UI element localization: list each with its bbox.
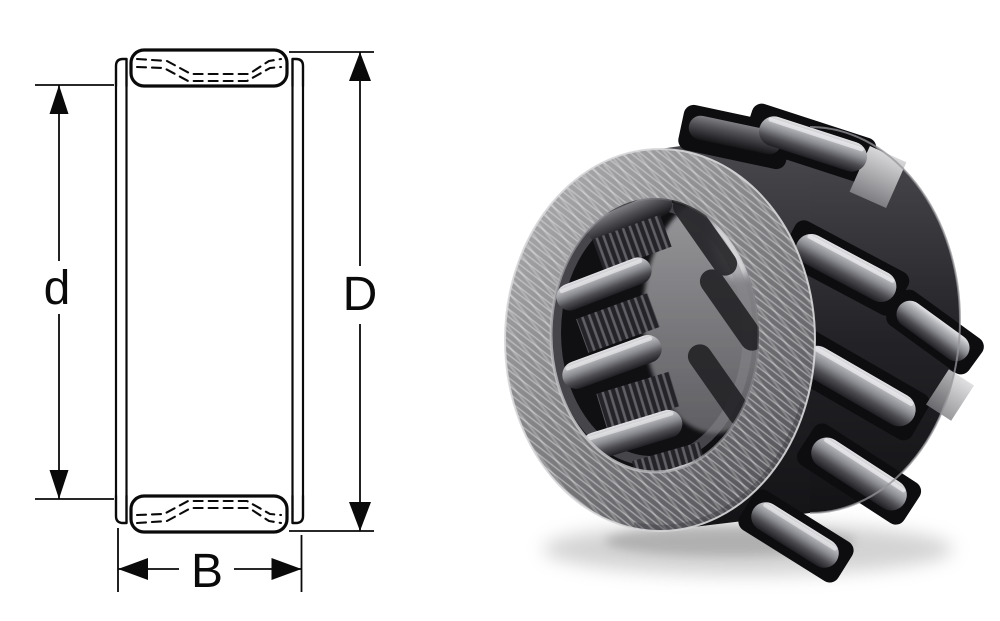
dimension-D [289,51,374,532]
far-cage-bars [672,198,759,426]
needle-roller [811,437,907,511]
bore-edge-highlight [549,196,761,474]
dimension-B [117,528,303,592]
needle-roller [688,115,782,155]
top-roller-section [114,48,305,88]
bottom-roller-section [114,494,305,534]
top-roller-outline [129,48,289,88]
top-cage-profile-hidden-line [135,57,283,76]
needle-rollers-bore [556,257,709,472]
dim-D-arrow-up [349,52,371,81]
dim-D-arrow-down [349,502,371,531]
needle-roller [800,345,916,427]
needle-roller [751,502,839,568]
label-width: B [191,545,223,598]
back-rim-highlight [809,126,961,514]
cage-side-faces [114,86,305,496]
dim-d-arrow-up [49,85,69,114]
dim-d-arrow-down [49,470,69,499]
needle-roller [562,335,662,389]
bearing-photo [504,103,984,583]
label-bore-diameter: d [44,262,71,315]
top-right-cage-lip [291,57,305,88]
cage-prong [925,369,975,421]
needle-roller [759,116,867,172]
bearing-cross-section-drawing: d D B [35,48,378,598]
top-left-cage-lip [114,57,128,88]
bottom-left-cage-lip [114,494,128,525]
needle-roller-bore [587,198,673,243]
bottom-roller-outline [129,494,289,534]
dimension-d [35,84,114,500]
outer-rollers [678,103,984,583]
bottom-right-cage-lip [291,494,305,525]
needle-roller [581,409,683,461]
needle-roller [795,233,897,303]
outer-edge-highlight [504,148,816,532]
bore-cage-bars [576,214,709,472]
bottom-cage-profile-hidden-line-2 [135,499,283,517]
bottom-cage-profile-hidden-line [135,506,283,525]
needle-roller [896,300,970,362]
needle-rollers-exterior [688,115,970,568]
label-outer-diameter: D [343,268,378,321]
dim-B-arrow-left [118,558,148,580]
needle-roller [556,257,652,311]
dim-B-arrow-right [271,558,302,580]
top-cage-profile-hidden-line-2 [135,65,283,83]
